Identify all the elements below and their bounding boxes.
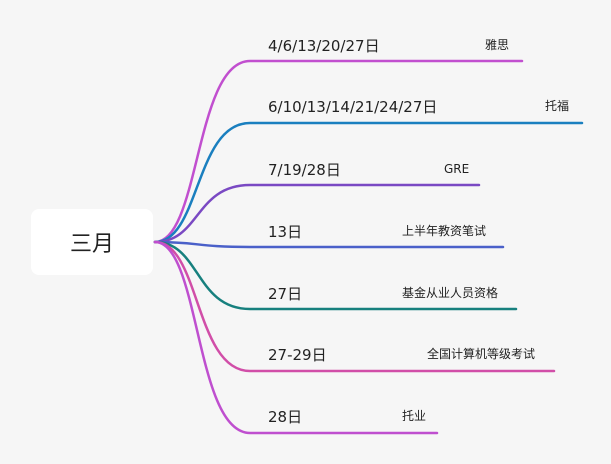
branch-line-ielts [153, 59, 524, 244]
branch-line-toefl [153, 121, 584, 244]
branch-event-gre[interactable]: GRE [444, 162, 470, 176]
branch-date-computer-exam[interactable]: 27-29日 [268, 346, 327, 364]
branch-date-ielts[interactable]: 4/6/13/20/27日 [268, 37, 380, 55]
branch-event-toefl[interactable]: 托福 [545, 99, 570, 113]
branch-date-fund-qualification[interactable]: 27日 [268, 285, 303, 303]
branch-line-fund-qualification [153, 240, 518, 311]
branch-line-toeic [153, 240, 439, 435]
root-topic[interactable]: 三月 [31, 209, 153, 275]
branch-event-teacher-cert[interactable]: 上半年教资笔试 [402, 224, 487, 238]
branch-date-gre[interactable]: 7/19/28日 [268, 161, 341, 179]
branch-event-computer-exam[interactable]: 全国计算机等级考试 [427, 347, 536, 361]
branch-date-toefl[interactable]: 6/10/13/14/21/24/27日 [268, 98, 438, 116]
branch-event-fund-qualification[interactable]: 基金从业人员资格 [402, 286, 499, 300]
root-topic-label: 三月 [69, 232, 114, 257]
branch-line-teacher-cert [153, 240, 505, 249]
branch-line-computer-exam [153, 240, 556, 373]
branch-event-toeic[interactable]: 托业 [402, 409, 427, 423]
branch-event-ielts[interactable]: 雅思 [485, 38, 510, 52]
branch-date-teacher-cert[interactable]: 13日 [268, 223, 303, 241]
branch-date-toeic[interactable]: 28日 [268, 408, 303, 426]
branch-line-gre [153, 183, 481, 244]
